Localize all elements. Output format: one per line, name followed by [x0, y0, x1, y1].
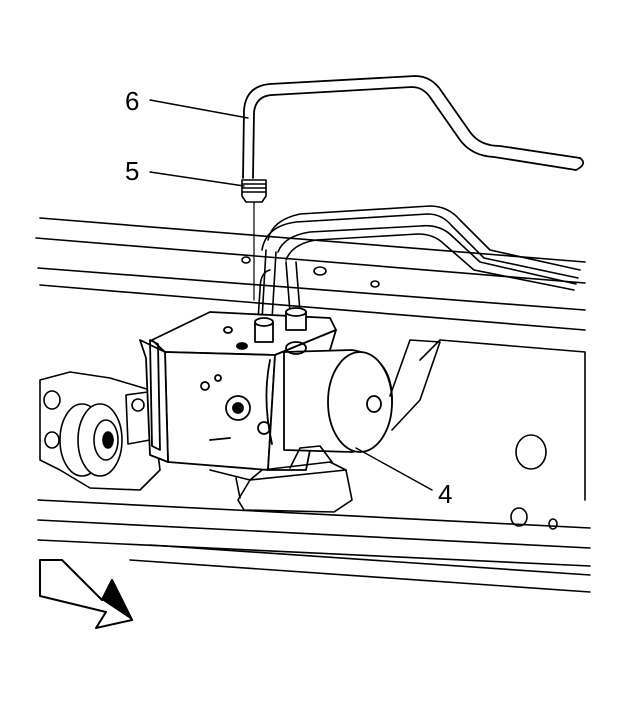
left-mount-assembly [39, 371, 161, 491]
rail-holes [241, 256, 558, 530]
leader-line-5 [149, 171, 245, 187]
leader-line-6 [149, 99, 249, 119]
brake-pipe-6 [242, 75, 585, 179]
mounting-bracket [209, 339, 441, 513]
front-direction-arrow-icon [39, 559, 133, 629]
leader-line-4 [355, 447, 433, 491]
leader-lines [149, 99, 433, 491]
callout-6: 6 [125, 86, 139, 116]
callout-5: 5 [125, 156, 139, 186]
callout-4: 4 [438, 479, 452, 509]
frame-rails [35, 217, 591, 593]
tube-nut-5 [241, 179, 267, 301]
pump-motor [257, 341, 393, 453]
brake-pipe-bundle [257, 205, 581, 321]
